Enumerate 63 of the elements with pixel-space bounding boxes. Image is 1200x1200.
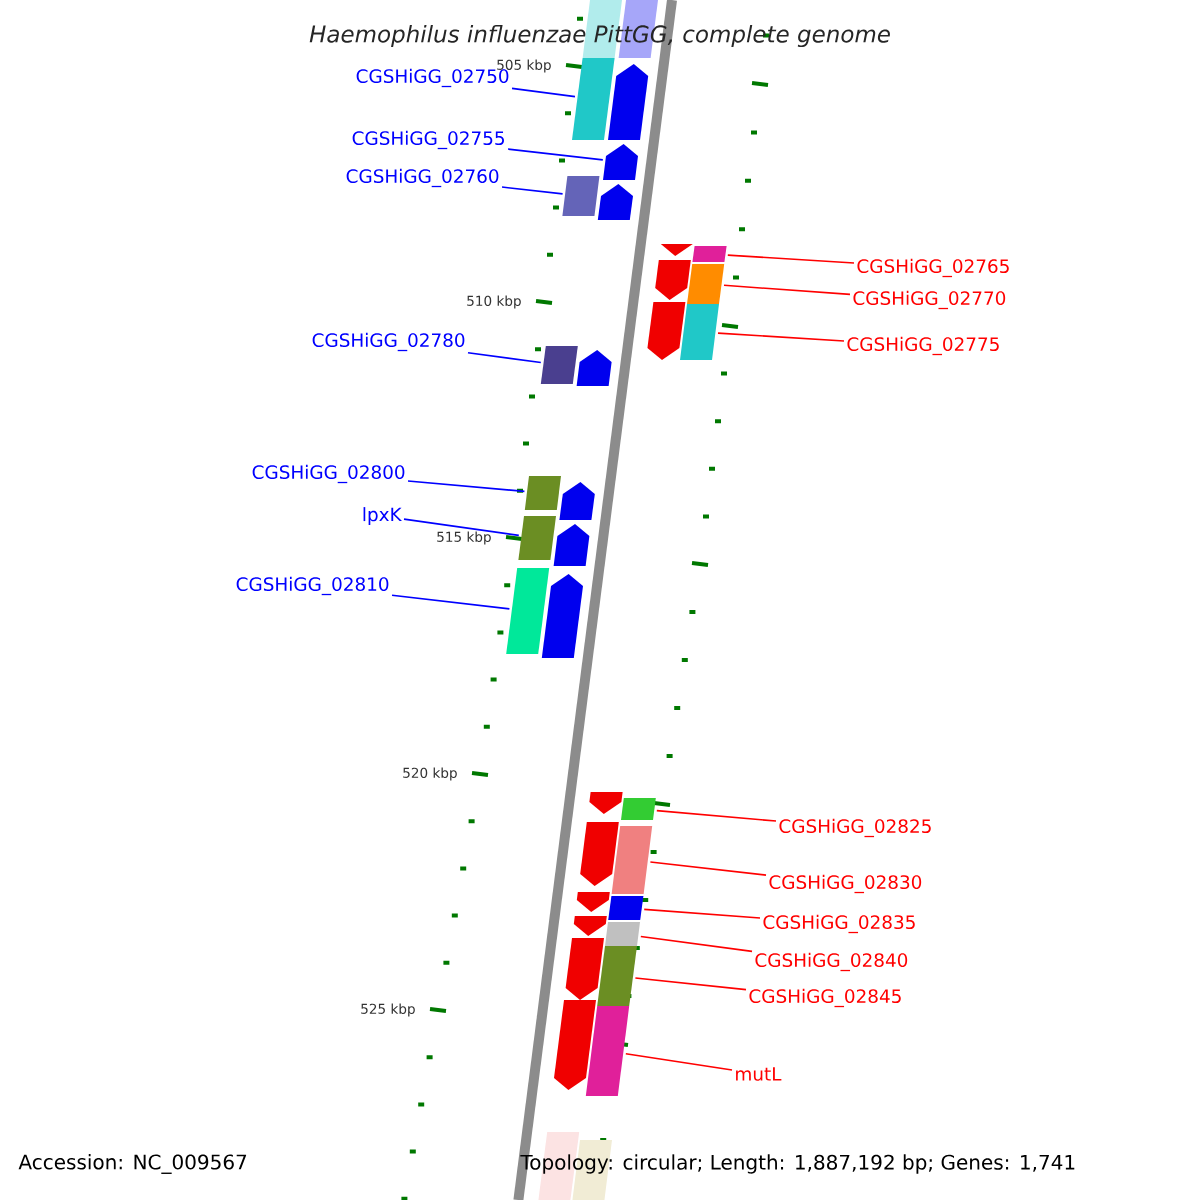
gene-block xyxy=(585,1006,630,1096)
footer-text: Topology: circular; Length: 1,887,192 bp; Genes: 1,741 xyxy=(520,1154,1075,1174)
leader-line xyxy=(501,186,564,195)
gene-block xyxy=(506,568,550,654)
gene-label: CGSHiGG_02780 xyxy=(312,332,465,352)
gene-label: lpxK xyxy=(363,507,402,525)
gene-block xyxy=(647,302,686,360)
gene-block xyxy=(580,822,619,886)
gene-block xyxy=(572,58,615,140)
gene-label: CGSHiGG_02840 xyxy=(755,952,908,972)
gene-block xyxy=(589,792,623,814)
gene-block xyxy=(553,524,590,566)
gene-label: CGSHiGG_02835 xyxy=(763,914,915,934)
leader-line xyxy=(634,977,747,991)
leader-line xyxy=(717,332,845,342)
gene-block xyxy=(541,574,583,658)
gene-block xyxy=(540,346,578,384)
gene-block xyxy=(621,798,656,820)
leader-line xyxy=(391,594,511,610)
gene-block xyxy=(554,1000,596,1090)
gene-label: CGSHiGG_02770 xyxy=(853,290,1006,310)
gene-label: CGSHiGG_02750 xyxy=(356,68,509,88)
leader-line xyxy=(723,284,851,296)
gene-block xyxy=(608,64,649,140)
gene-block xyxy=(603,144,638,180)
leader-line xyxy=(656,809,777,822)
gene-block xyxy=(576,350,612,386)
gene-label: CGSHiGG_02765 xyxy=(857,258,1009,278)
leader-line xyxy=(507,148,604,161)
gene-label: CGSHiGG_02760 xyxy=(346,168,499,188)
gene-label: CGSHiGG_02800 xyxy=(252,464,405,484)
footer-text: Accession: NC_009567 xyxy=(18,1154,247,1174)
leader-line xyxy=(643,908,761,919)
title: Haemophilus influenzae PittGG, complete genome xyxy=(309,24,890,48)
gene-block xyxy=(524,476,561,510)
leader-line xyxy=(649,861,767,876)
gene-block xyxy=(518,516,556,560)
gene-block xyxy=(680,304,719,360)
gene-block xyxy=(559,482,595,520)
gene-block xyxy=(660,244,693,256)
gene-label: CGSHiGG_02845 xyxy=(749,988,901,1008)
gene-label: CGSHiGG_02825 xyxy=(779,818,931,838)
gene-block xyxy=(576,892,610,912)
leader-line xyxy=(511,87,576,98)
gene-label: CGSHiGG_02830 xyxy=(769,874,922,894)
leader-line xyxy=(640,935,753,953)
leader-line xyxy=(407,480,526,493)
gene-label: mutL xyxy=(736,1067,782,1081)
gene-block xyxy=(611,826,653,894)
leader-line xyxy=(727,254,855,264)
gene-block xyxy=(687,264,725,304)
leader-line xyxy=(625,1053,733,1071)
gene-block xyxy=(597,946,637,1006)
gene-label: CGSHiGG_02775 xyxy=(847,336,999,356)
gene-block xyxy=(692,246,727,262)
gene-block xyxy=(655,260,691,300)
gene-block xyxy=(597,184,633,220)
gene-block xyxy=(573,916,607,936)
gene-block xyxy=(562,176,600,216)
gene-label: CGSHiGG_02755 xyxy=(352,130,504,150)
gene-label: CGSHiGG_02810 xyxy=(236,576,389,596)
leader-line xyxy=(467,351,542,364)
leader-line xyxy=(403,518,520,537)
